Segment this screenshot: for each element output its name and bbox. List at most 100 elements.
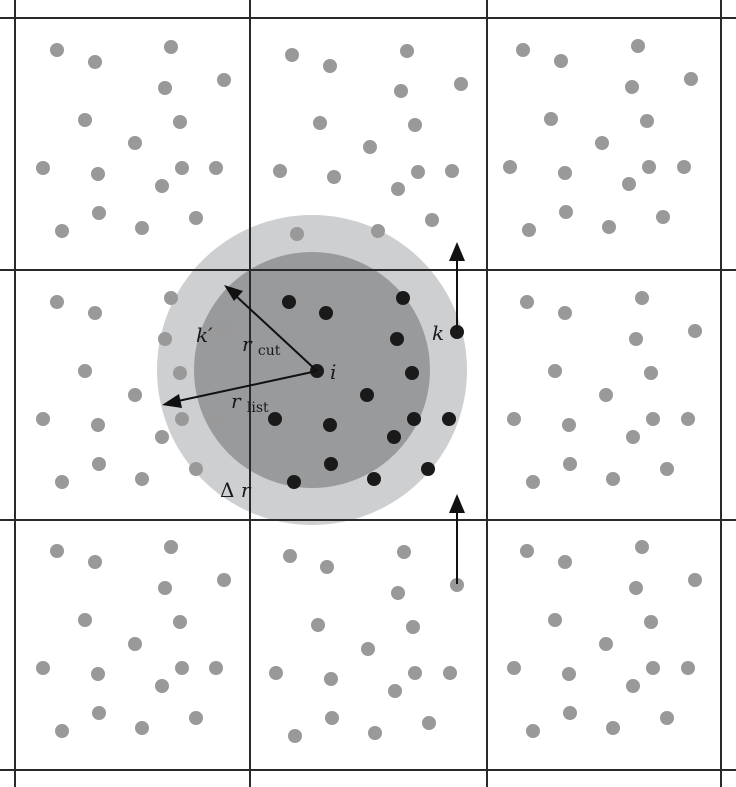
label-r-list: r list xyxy=(231,389,269,416)
particle xyxy=(217,573,231,587)
particle xyxy=(371,224,385,238)
label-delta-symbol: Δ xyxy=(220,478,234,502)
r-list-arrow xyxy=(177,370,318,402)
particle xyxy=(503,160,517,174)
particle xyxy=(422,716,436,730)
particle xyxy=(155,430,169,444)
particle xyxy=(602,220,616,234)
particle xyxy=(629,581,643,595)
neighbor-particle xyxy=(282,295,296,309)
particle xyxy=(88,306,102,320)
label-r-cut-sub: cut xyxy=(258,343,281,359)
particle xyxy=(450,578,464,592)
particle xyxy=(397,545,411,559)
particle xyxy=(91,167,105,181)
particle xyxy=(559,205,573,219)
particle xyxy=(173,615,187,629)
particle xyxy=(164,40,178,54)
particle xyxy=(400,44,414,58)
particle xyxy=(285,48,299,62)
label-r-list-sub: list xyxy=(247,400,269,416)
particle xyxy=(562,418,576,432)
particle xyxy=(173,366,187,380)
particle xyxy=(209,412,223,426)
neighbor-particle xyxy=(442,412,456,426)
particle xyxy=(554,54,568,68)
particle xyxy=(688,573,702,587)
particle xyxy=(391,182,405,196)
image-particles xyxy=(36,39,702,743)
particle xyxy=(135,472,149,486)
particle xyxy=(164,291,178,305)
r-cut-arrow xyxy=(235,295,318,372)
particle xyxy=(50,43,64,57)
particle xyxy=(158,332,172,346)
neighbor-particle xyxy=(396,291,410,305)
particle xyxy=(411,165,425,179)
particle xyxy=(688,324,702,338)
particle xyxy=(36,161,50,175)
neighbor-particle xyxy=(287,475,301,489)
particle xyxy=(217,73,231,87)
label-r-cut-main: r xyxy=(242,332,253,356)
particle xyxy=(595,136,609,150)
particle xyxy=(622,177,636,191)
r-cut-arrowhead xyxy=(224,285,243,301)
particle xyxy=(91,418,105,432)
particle xyxy=(562,667,576,681)
particle xyxy=(158,581,172,595)
neighbor-particle xyxy=(405,366,419,380)
particle xyxy=(88,555,102,569)
particle xyxy=(209,161,223,175)
particle xyxy=(92,206,106,220)
particle xyxy=(283,549,297,563)
particle xyxy=(391,586,405,600)
label-k-prime: k′ xyxy=(196,323,213,347)
particle xyxy=(507,412,521,426)
neighbor-particle xyxy=(319,306,333,320)
particle xyxy=(522,223,536,237)
particle xyxy=(644,366,658,380)
particle xyxy=(394,84,408,98)
particle xyxy=(361,642,375,656)
particle xyxy=(681,661,695,675)
particle xyxy=(273,164,287,178)
particle xyxy=(78,364,92,378)
particle xyxy=(209,661,223,675)
particle xyxy=(642,160,656,174)
label-i: i xyxy=(330,360,336,384)
particle xyxy=(677,160,691,174)
particle xyxy=(563,457,577,471)
particle xyxy=(660,462,674,476)
particle xyxy=(548,613,562,627)
particle xyxy=(646,661,660,675)
neighbor-particle xyxy=(421,462,435,476)
particle xyxy=(269,666,283,680)
neighbor-particle xyxy=(360,388,374,402)
particle xyxy=(155,679,169,693)
neighbor-particle xyxy=(324,457,338,471)
particle xyxy=(646,412,660,426)
particle xyxy=(55,224,69,238)
particle xyxy=(189,462,203,476)
particle xyxy=(189,211,203,225)
label-delta-var: r xyxy=(241,478,252,502)
label-delta-r: Δ r xyxy=(220,478,252,502)
particle xyxy=(548,364,562,378)
particle xyxy=(135,221,149,235)
particle xyxy=(155,179,169,193)
particle xyxy=(288,729,302,743)
particle xyxy=(175,412,189,426)
particle xyxy=(388,684,402,698)
particle xyxy=(644,615,658,629)
particle xyxy=(368,726,382,740)
r-list-arrowhead xyxy=(162,394,182,408)
central-box-particles xyxy=(268,291,464,489)
particle xyxy=(50,295,64,309)
particle xyxy=(544,112,558,126)
particle xyxy=(88,55,102,69)
particle xyxy=(626,679,640,693)
particle xyxy=(189,711,203,725)
